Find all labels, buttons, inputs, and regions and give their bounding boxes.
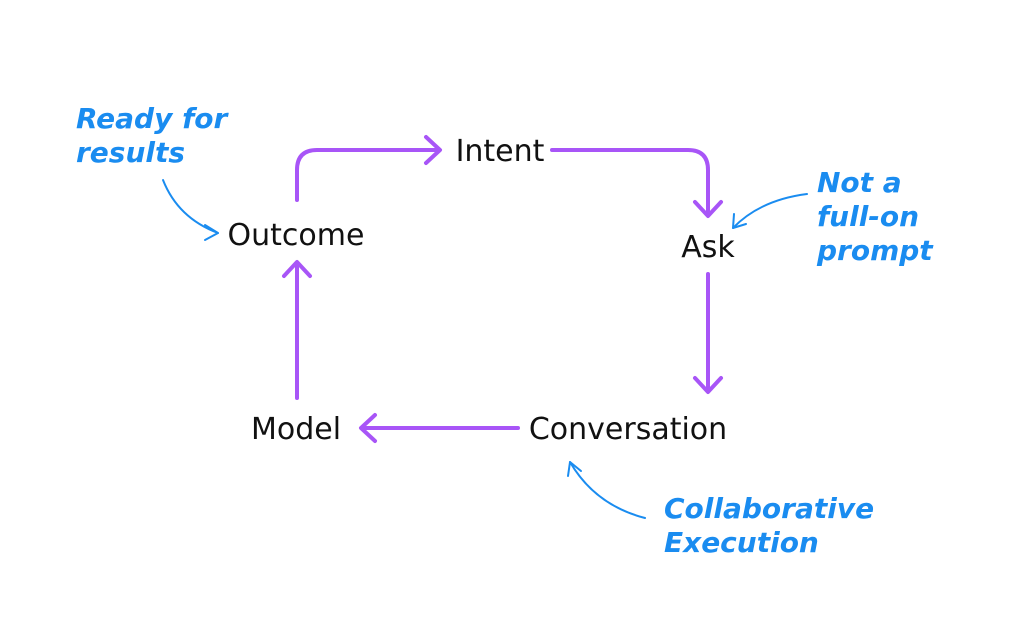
note-arrow-conversation xyxy=(569,461,646,519)
annotation-arrows xyxy=(162,179,808,519)
arrowhead-outcome xyxy=(282,260,312,278)
arrowhead-conversation xyxy=(693,376,723,394)
node-outcome: Outcome xyxy=(228,218,365,253)
flow-arrows xyxy=(282,135,723,443)
arrowhead-ask xyxy=(693,200,723,218)
arrow-intent-to-ask xyxy=(550,148,710,216)
arrowhead-intent xyxy=(424,135,442,165)
note-outcome-line-1: Ready for xyxy=(76,102,230,135)
nodes: Intent Ask Conversation Model Outcome xyxy=(228,134,736,447)
note-arrowhead-ask xyxy=(732,213,747,229)
node-model: Model xyxy=(251,412,341,447)
annotations: Ready for results Not a full-on prompt C… xyxy=(76,102,934,559)
note-arrow-outcome xyxy=(162,179,219,234)
note-arrow-ask xyxy=(732,193,808,229)
arrowhead-model xyxy=(359,413,377,443)
note-conversation: Collaborative Execution xyxy=(664,492,884,559)
note-ask-line-1: Not a xyxy=(817,166,902,199)
note-conversation-line-1: Collaborative xyxy=(664,492,874,525)
note-conversation-line-2: Execution xyxy=(664,526,819,559)
note-ask-line-3: prompt xyxy=(816,234,934,267)
node-intent: Intent xyxy=(456,134,545,169)
arrow-outcome-to-intent xyxy=(295,148,440,202)
node-ask: Ask xyxy=(681,230,735,265)
note-arrowhead-conversation xyxy=(567,461,582,477)
note-ask: Not a full-on prompt xyxy=(816,166,934,267)
note-ask-line-2: full-on xyxy=(817,200,919,233)
node-conversation: Conversation xyxy=(529,412,727,447)
note-arrowhead-outcome xyxy=(204,224,219,241)
note-outcome-line-2: results xyxy=(76,136,185,169)
note-outcome: Ready for results xyxy=(76,102,237,169)
